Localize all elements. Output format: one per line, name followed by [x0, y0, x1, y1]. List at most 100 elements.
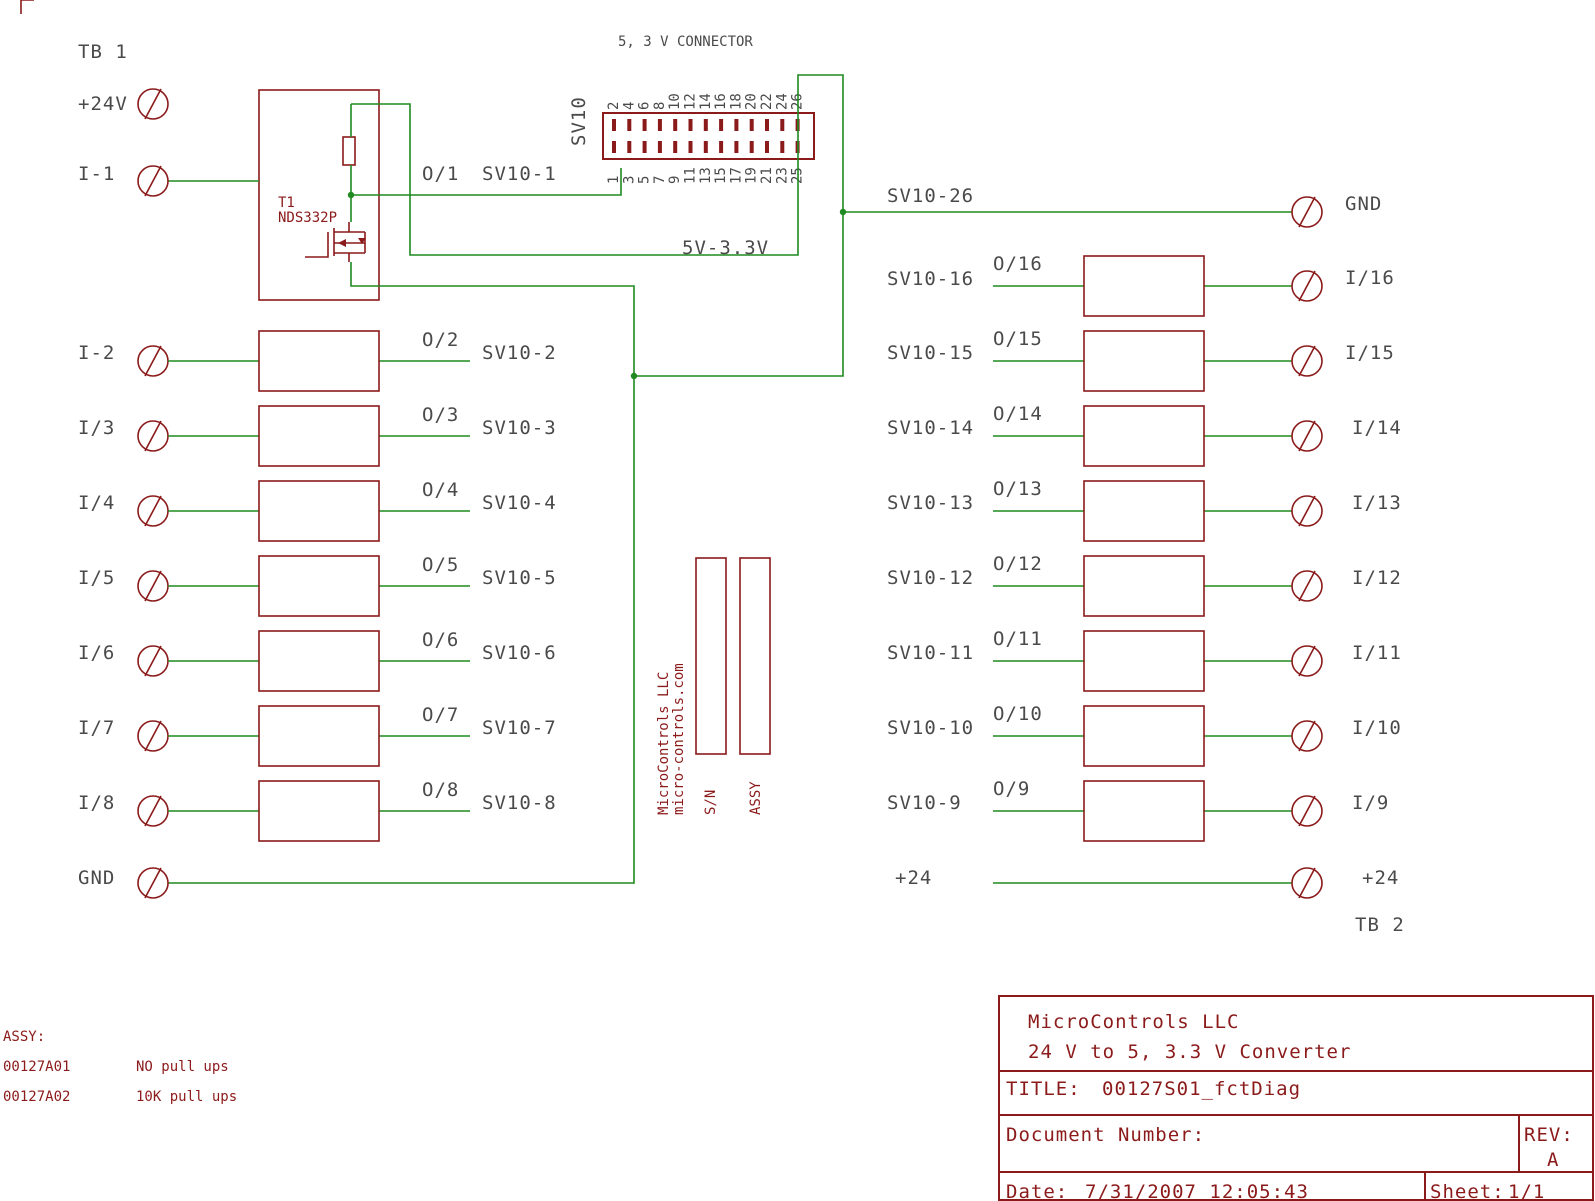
supply-net-label: 5V-3.3V [682, 237, 769, 259]
pin-number-bottom: 1 [606, 176, 622, 184]
terminal-icon [1291, 720, 1323, 752]
tb1-input-label: I/8 [78, 792, 115, 814]
tb2-label: TB 2 [1355, 914, 1405, 936]
pin-number-bottom: 23 [774, 167, 790, 184]
terminal-icon [137, 645, 169, 677]
tb1-sv-label: SV10-8 [482, 792, 557, 814]
pin-number-bottom: 17 [728, 167, 744, 184]
channel-right-15: SV10-15 O/15 I/15 [887, 328, 1395, 392]
terminal-icon [1291, 645, 1323, 677]
pin-number-bottom: 3 [621, 176, 637, 184]
tb1-input-label: I-2 [78, 342, 115, 364]
terminal-icon [1291, 795, 1323, 827]
tb2-input-label: I/12 [1352, 567, 1402, 589]
title-block: MicroControls LLC 24 V to 5, 3.3 V Conve… [998, 995, 1594, 1201]
tb2-sv-label: SV10-13 [887, 492, 974, 514]
header-pin-mark-bottom [627, 141, 632, 153]
pin-number-bottom: 9 [667, 176, 683, 184]
tb2-input-label: I/16 [1345, 267, 1395, 289]
title-label: TITLE: [1006, 1078, 1081, 1100]
pullup-block [258, 555, 380, 617]
tb1-gnd-label: GND [78, 867, 115, 889]
terminal-gnd-right [1291, 196, 1323, 228]
header-pin-mark-bottom [719, 141, 724, 153]
channel-left-3: I/3 O/3 SV10-3 [78, 404, 556, 467]
tb1-input-label: I/4 [78, 492, 115, 514]
pullup-block [1083, 480, 1205, 542]
tb1-output-label: O/2 [422, 329, 459, 351]
channel-left-2: I-2 O/2 SV10-2 [78, 329, 556, 392]
assy-row-desc: NO pull ups [136, 1059, 229, 1075]
pullup-block [1083, 780, 1205, 842]
tb2-sv-label: SV10-9 [887, 792, 962, 814]
terminal-icon [137, 720, 169, 752]
pin-number-top: 20 [744, 93, 760, 110]
pullup-block [258, 705, 380, 767]
pullup-resistor [342, 136, 356, 166]
header-pin-mark-top [642, 119, 647, 131]
tb2-sv-label: SV10-10 [887, 717, 974, 739]
assy-row-part: 00127A01 [3, 1059, 70, 1075]
header-pin-mark-top [627, 119, 632, 131]
pin-number-bottom: 13 [698, 167, 714, 184]
tb2-output-label: O/15 [993, 328, 1043, 350]
assy-label: ASSY [748, 781, 764, 815]
header-pin-mark-top [780, 119, 785, 131]
website-vertical-label: micro-controls.com [671, 663, 687, 815]
sv10-header-body [602, 112, 815, 160]
pin-number-top: 10 [667, 93, 683, 110]
tb1-label: TB 1 [78, 41, 128, 63]
pin-number-top: 12 [683, 93, 699, 110]
tb2-output-label: O/14 [993, 403, 1043, 425]
header-pin-mark-top [719, 119, 724, 131]
tb2-sv-label: SV10-14 [887, 417, 974, 439]
pullup-block [1083, 255, 1205, 317]
header-pin-mark-bottom [749, 141, 754, 153]
tb1-sv-label: SV10-5 [482, 567, 557, 589]
pin-number-top: 14 [698, 93, 714, 110]
terminal-icon [137, 495, 169, 527]
tb2-v24-left-label: +24 [895, 867, 932, 889]
terminal-icon [1291, 345, 1323, 377]
tb1-sv-label: SV10-6 [482, 642, 557, 664]
tb1-v24-label: +24V [78, 93, 128, 115]
pullup-block [258, 630, 380, 692]
t1-ref: T1 [278, 195, 295, 211]
tb2-output-label: O/11 [993, 628, 1043, 650]
header-pin-mark-bottom [734, 141, 739, 153]
tb1-output-label: O/5 [422, 554, 459, 576]
header-pin-mark-top [673, 119, 678, 131]
header-pin-mark-bottom [642, 141, 647, 153]
pullup-block [1083, 705, 1205, 767]
tb2-input-label: I/15 [1345, 342, 1395, 364]
connector-title: 5, 3 V CONNECTOR [618, 34, 753, 50]
tb1-channels: I-1 O/1 SV10-1 I-2 O/2 SV10-2 I/3 O/3 SV… [78, 163, 557, 842]
tb1-input-label: I/3 [78, 417, 115, 439]
channel-right-14: SV10-14 O/14 I/14 [887, 403, 1401, 467]
tb1-output-label: O/7 [422, 704, 459, 726]
channel-left-8: I/8 O/8 SV10-8 [78, 779, 557, 842]
pin-number-top: 8 [652, 102, 668, 110]
pullup-block [1083, 630, 1205, 692]
header-pin-mark-top [749, 119, 754, 131]
tb2-output-label: O/9 [993, 778, 1030, 800]
tb2-output-label: O/10 [993, 703, 1043, 725]
terminal-tb1-v24 [137, 88, 169, 120]
channel-left-1: I-1 O/1 SV10-1 [78, 163, 556, 197]
sn-label: S/N [703, 790, 719, 815]
header-pin-mark-top [734, 119, 739, 131]
sv10-pin-marks [612, 119, 800, 153]
assy-row-desc: 10K pull ups [136, 1089, 237, 1105]
tb1-output-label: O/4 [422, 479, 459, 501]
channel-left-6: I/6 O/6 SV10-6 [78, 629, 557, 692]
pin-number-top: 24 [774, 93, 790, 110]
tb2-output-label: O/12 [993, 553, 1043, 575]
header-pin-mark-top [612, 119, 616, 131]
title-block-product: 24 V to 5, 3.3 V Converter [1028, 1041, 1351, 1063]
channel-left-4: I/4 O/4 SV10-4 [78, 479, 556, 542]
tb1-input-label: I/6 [78, 642, 115, 664]
terminal-tb2-v24 [1291, 867, 1323, 899]
